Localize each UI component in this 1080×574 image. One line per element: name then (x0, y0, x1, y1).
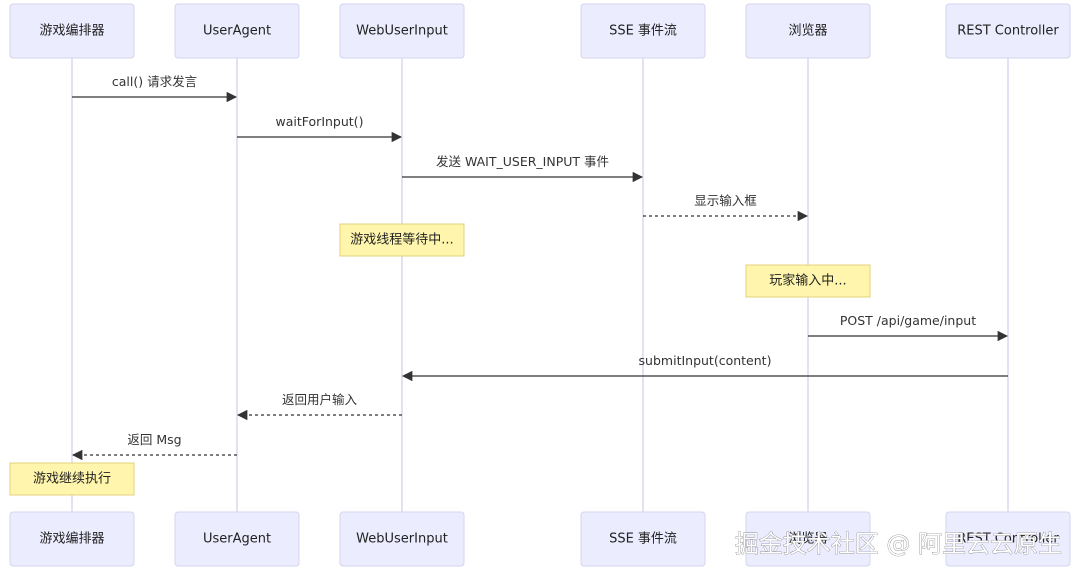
participant-sse-top: SSE 事件流 (580, 3, 706, 59)
message-8: 返回 Msg (71, 432, 237, 461)
message-label: submitInput(content) (639, 353, 772, 368)
watermark-text: 掘金技术社区 @ 阿里云云原生 (735, 530, 1062, 558)
participant-browser-top: 浏览器 (745, 3, 871, 59)
message-label: 显示输入框 (694, 193, 757, 208)
participant-box (339, 3, 465, 59)
note-1: 游戏线程等待中... (339, 223, 465, 257)
participant-orchestrator-bottom: 游戏编排器 (9, 511, 135, 567)
message-7: 返回用户输入 (236, 392, 402, 421)
note-text: 游戏线程等待中... (350, 232, 453, 248)
participant-label: WebUserInput (356, 24, 448, 39)
note-text: 游戏继续执行 (33, 472, 111, 487)
note-text: 玩家输入中... (769, 273, 846, 289)
participant-box (9, 511, 135, 567)
message-label: 返回 Msg (127, 432, 181, 447)
participant-box (945, 511, 1071, 567)
participant-orchestrator-top: 游戏编排器 (9, 3, 135, 59)
participant-label: 游戏编排器 (39, 24, 104, 39)
participant-label: SSE 事件流 (609, 24, 677, 39)
note-2: 玩家输入中... (745, 264, 871, 298)
message-label: 返回用户输入 (282, 392, 358, 407)
message-label: call() 请求发言 (112, 74, 197, 89)
message-3: 发送 WAIT_USER_INPUT 事件 (402, 154, 644, 183)
participant-label: 游戏编排器 (39, 532, 104, 547)
message-2: waitForInput() (237, 114, 403, 143)
participant-label: UserAgent (203, 532, 271, 547)
note-box (339, 223, 465, 257)
participant-box (945, 3, 1071, 59)
note-box (9, 462, 135, 496)
message-5: POST /api/game/input (808, 313, 1009, 342)
participant-box (9, 3, 135, 59)
participant-sse-bottom: SSE 事件流 (580, 511, 706, 567)
participant-webuserinput-top: WebUserInput (339, 3, 465, 59)
participant-label: WebUserInput (356, 532, 448, 547)
message-label: POST /api/game/input (840, 313, 976, 328)
participant-box (745, 3, 871, 59)
participant-label: 浏览器 (788, 531, 827, 547)
note-box (745, 264, 871, 298)
message-label: waitForInput() (276, 114, 364, 129)
participant-box (339, 511, 465, 567)
participant-box (174, 511, 300, 567)
message-4: 显示输入框 (643, 193, 809, 222)
message-1: call() 请求发言 (72, 74, 238, 103)
participant-webuserinput-bottom: WebUserInput (339, 511, 465, 567)
message-label: 发送 WAIT_USER_INPUT 事件 (436, 154, 609, 169)
participant-label: UserAgent (203, 24, 271, 39)
participant-box (745, 511, 871, 567)
participant-box (580, 3, 706, 59)
participant-useragent-bottom: UserAgent (174, 511, 300, 567)
participant-label: 浏览器 (788, 23, 827, 39)
participant-label: REST Controller (957, 24, 1059, 39)
participant-rest-top: REST Controller (945, 3, 1071, 59)
participant-label: SSE 事件流 (609, 532, 677, 547)
participant-box (174, 3, 300, 59)
participant-rest-bottom: REST Controller (945, 511, 1071, 567)
participant-label: REST Controller (957, 532, 1059, 547)
participant-useragent-top: UserAgent (174, 3, 300, 59)
message-6: submitInput(content) (401, 353, 1008, 382)
note-3: 游戏继续执行 (9, 462, 135, 496)
participant-box (580, 511, 706, 567)
participant-browser-bottom: 浏览器 (745, 511, 871, 567)
